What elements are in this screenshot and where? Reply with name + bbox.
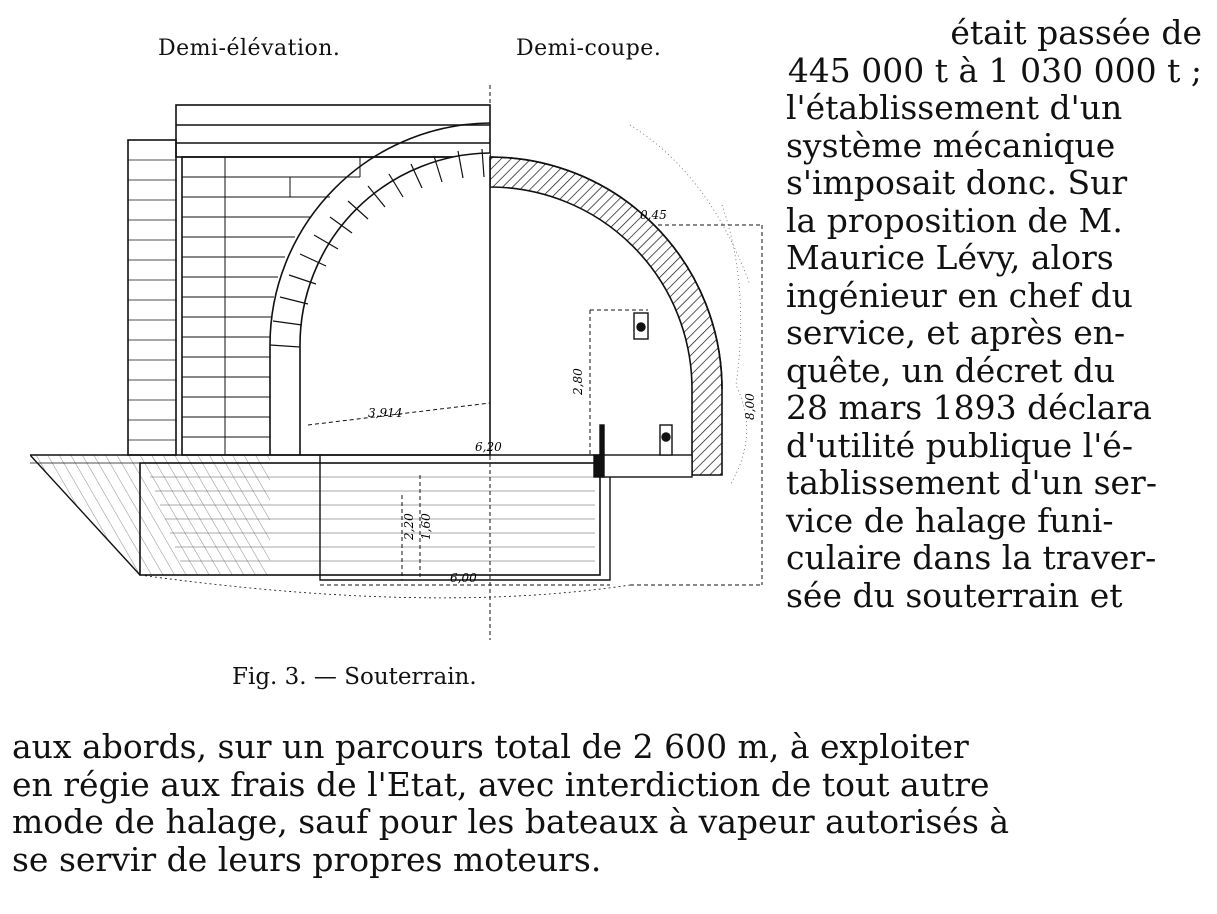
dim-label-water-width: 6,20: [475, 440, 502, 454]
text-line: vice de halage funi-: [786, 500, 1114, 540]
text-line: 28 mars 1893 déclara: [786, 388, 1152, 427]
text-line: Maurice Lévy, alors: [786, 238, 1114, 277]
tunnel-lining-section: [490, 124, 751, 486]
dimension-lines: [300, 85, 763, 640]
text-line: quête, un décret du: [786, 350, 1116, 390]
portal-wall: [175, 104, 491, 456]
tunnel-cross-section-figure: 3,914 6,20 2,80 8,00 6,00 2,20 1,60 0,45: [30, 85, 763, 640]
text-line: s'imposait donc. Sur: [786, 163, 1128, 202]
text-line: ingénieur en chef du: [786, 275, 1133, 315]
figure-label-left: Demi-élévation.: [158, 36, 341, 61]
dim-label-headroom: 2,80: [571, 368, 585, 396]
text-line: service, et après en-: [786, 313, 1126, 352]
text-line: système mécanique: [786, 125, 1116, 165]
bottom-paragraph: aux abords, sur un parcours total de 2 6…: [12, 728, 1207, 878]
arch-voussoirs: [269, 122, 490, 455]
side-paragraph: était passée de 445 000 t à 1 030 000 t …: [786, 14, 1202, 614]
embankment: [30, 454, 600, 576]
text-line: se servir de leurs propres moteurs.: [12, 839, 602, 879]
text-line: sée du souterrain et: [786, 575, 1123, 615]
dim-label-lining: 0,45: [640, 208, 667, 222]
text-line: 445 000 t à 1 030 000 t ;: [787, 50, 1202, 90]
text-line: était passée de: [950, 13, 1202, 52]
figure-caption: Fig. 3. — Souterrain.: [232, 664, 477, 690]
text-line: mode de halage, sauf pour les bateaux à …: [12, 802, 1010, 841]
dim-label-half-width: 3,914: [368, 406, 402, 420]
canal-basin: [139, 455, 631, 599]
dim-label-total-height: 8,00: [743, 393, 757, 420]
towpath: [593, 312, 693, 478]
text-line: l'établissement d'un: [786, 88, 1123, 127]
text-line: tablissement d'un ser-: [786, 463, 1157, 502]
text-line: aux abords, sur un parcours total de 2 6…: [12, 727, 969, 766]
text-line: d'utilité publique l'é-: [786, 425, 1133, 465]
dimension-labels: 3,914 6,20 2,80 8,00 6,00 2,20 1,60 0,45: [368, 208, 757, 585]
dim-label-water-depth: 2,20: [402, 513, 416, 541]
left-pillar: [127, 139, 177, 456]
text-line: culaire dans la traver-: [786, 538, 1157, 577]
dim-label-draught: 1,60: [419, 513, 433, 540]
dim-label-floor-width: 6,00: [450, 571, 477, 585]
text-line: en régie aux frais de l'Etat, avec inter…: [12, 764, 990, 804]
figure-label-right: Demi-coupe.: [516, 36, 662, 61]
text-line: la proposition de M.: [786, 200, 1123, 240]
